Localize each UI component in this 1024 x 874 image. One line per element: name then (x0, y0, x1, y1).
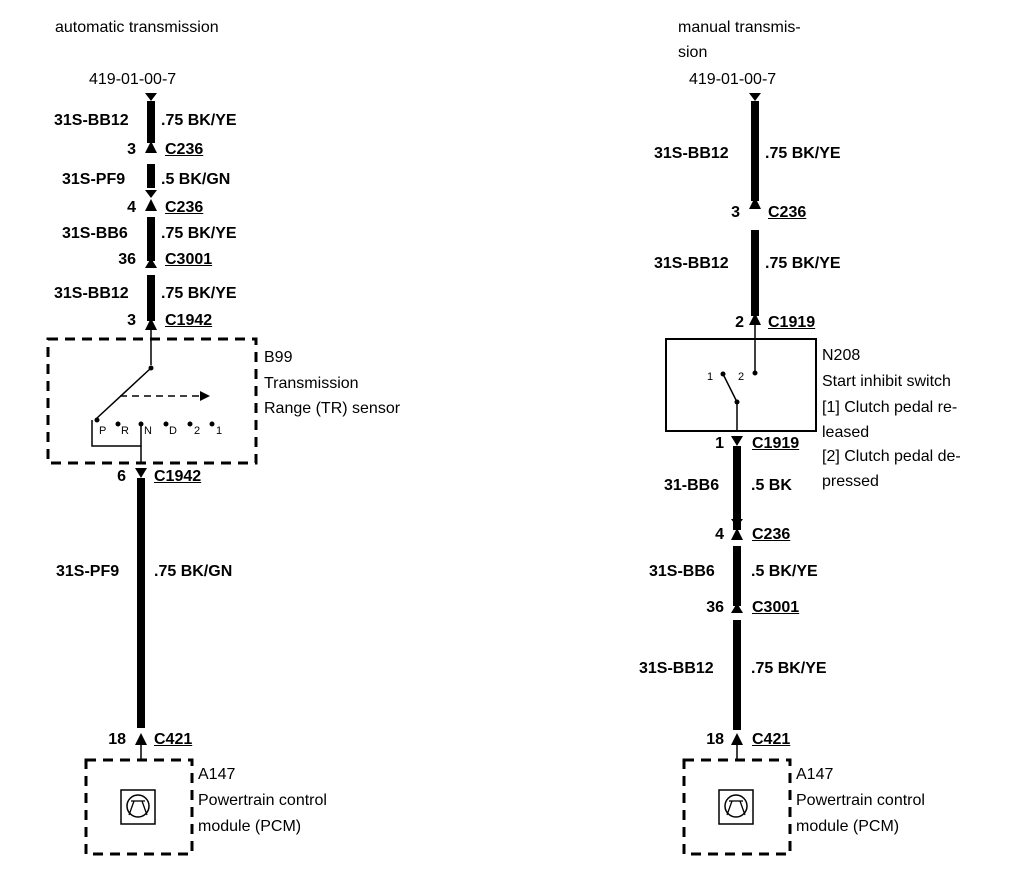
tr-position-1: 1 (216, 425, 223, 437)
left-pin-4: 3 (127, 312, 136, 329)
left-pcm-id: A147 (198, 766, 236, 783)
left-wire-path (145, 93, 157, 365)
right-ref: 419-01-00-7 (689, 71, 777, 88)
left-pin-3: 36 (118, 251, 136, 268)
right-wire-3-id: 31-BB6 (664, 477, 720, 494)
left-wire-1-id: 31S-BB12 (54, 112, 129, 129)
right-wire-4-spec: .5 BK/YE (751, 563, 818, 580)
switch-id: N208 (822, 347, 861, 364)
left-pin-5: 6 (117, 468, 126, 485)
left-lower-wire (135, 468, 147, 760)
right-conn-5: C3001 (752, 599, 800, 616)
right-wire-1-spec: .75 BK/YE (765, 145, 841, 162)
right-wire-4-id: 31S-BB6 (649, 563, 715, 580)
left-wire-1-spec: .75 BK/YE (161, 112, 237, 129)
switch-note1-line1: [1] Clutch pedal re- (822, 399, 958, 416)
left-pin-2: 4 (127, 199, 136, 216)
switch-note1-line2: leased (822, 424, 870, 441)
right-wire-path (749, 93, 761, 339)
right-conn-4: C236 (752, 526, 791, 543)
switch-note2-line1: [2] Clutch pedal de- (822, 448, 961, 465)
tr-position-2: 2 (194, 425, 201, 437)
left-conn-2: C236 (165, 199, 204, 216)
left-conn-3: C3001 (165, 251, 213, 268)
left-pcm-symbol (120, 789, 156, 825)
right-pin-1: 3 (731, 204, 740, 221)
left-ref: 419-01-00-7 (89, 71, 177, 88)
right-pin-6: 18 (706, 731, 724, 748)
left-pcm-box (84, 758, 194, 856)
left-heading: automatic transmission (55, 19, 219, 36)
right-heading-line2: sion (678, 44, 708, 61)
right-pcm-name-line2: module (PCM) (796, 818, 900, 835)
left-wire-2-id: 31S-PF9 (62, 171, 126, 188)
tr-position-p: P (99, 425, 107, 437)
right-conn-3: C1919 (752, 435, 800, 452)
left-wire-5-id: 31S-PF9 (56, 563, 120, 580)
switch-name: Start inhibit switch (822, 373, 951, 390)
tr-position-n: N (144, 425, 152, 437)
left-conn-6: C421 (154, 731, 193, 748)
left-pcm-name-line1: Powertrain control (198, 792, 327, 809)
switch-note2-line2: pressed (822, 473, 879, 490)
left-wire-4-id: 31S-BB12 (54, 285, 129, 302)
right-pcm-symbol (718, 789, 754, 825)
left-wire-5-spec: .75 BK/GN (154, 563, 233, 580)
left-wire-3-spec: .75 BK/YE (161, 225, 237, 242)
start-inhibit-switch-symbol (720, 339, 758, 431)
tr-sensor-name-line1: Transmission (264, 375, 359, 392)
tr-position-r: R (121, 425, 129, 437)
right-wire-5-spec: .75 BK/YE (751, 660, 827, 677)
left-wire-3-id: 31S-BB6 (62, 225, 128, 242)
right-pin-3: 1 (715, 435, 724, 452)
tr-sensor-box (46, 337, 258, 465)
tr-sensor-name-line2: Range (TR) sensor (264, 400, 401, 417)
right-pin-5: 36 (706, 599, 724, 616)
left-pin-1: 3 (127, 141, 136, 158)
left-conn-5: C1942 (154, 468, 202, 485)
right-pin-4: 4 (715, 526, 724, 543)
right-pcm-name-line1: Powertrain control (796, 792, 925, 809)
right-pcm-box (682, 758, 792, 856)
left-conn-1: C236 (165, 141, 204, 158)
right-pcm-id: A147 (796, 766, 834, 783)
tr-sensor-id: B99 (264, 349, 293, 366)
switch-contact-2: 2 (738, 371, 745, 383)
right-lower-wire (731, 436, 743, 760)
right-wire-2-id: 31S-BB12 (654, 255, 729, 272)
right-pin-2: 2 (735, 314, 744, 331)
left-wire-2-spec: .5 BK/GN (161, 171, 231, 188)
tr-position-d: D (169, 425, 177, 437)
right-wire-5-id: 31S-BB12 (639, 660, 714, 677)
right-conn-2: C1919 (768, 314, 816, 331)
left-wire-4-spec: .75 BK/YE (161, 285, 237, 302)
right-wire-3-spec: .5 BK (751, 477, 792, 494)
left-pcm-name-line2: module (PCM) (198, 818, 302, 835)
tr-sensor-symbol (91, 365, 215, 462)
left-conn-4: C1942 (165, 312, 213, 329)
right-wire-1-id: 31S-BB12 (654, 145, 729, 162)
right-conn-1: C236 (768, 204, 807, 221)
start-inhibit-switch-box (665, 338, 817, 432)
right-heading-line1: manual transmis- (678, 19, 801, 36)
right-wire-2-spec: .75 BK/YE (765, 255, 841, 272)
left-pin-6: 18 (108, 731, 126, 748)
right-conn-6: C421 (752, 731, 791, 748)
switch-contact-1: 1 (707, 371, 714, 383)
